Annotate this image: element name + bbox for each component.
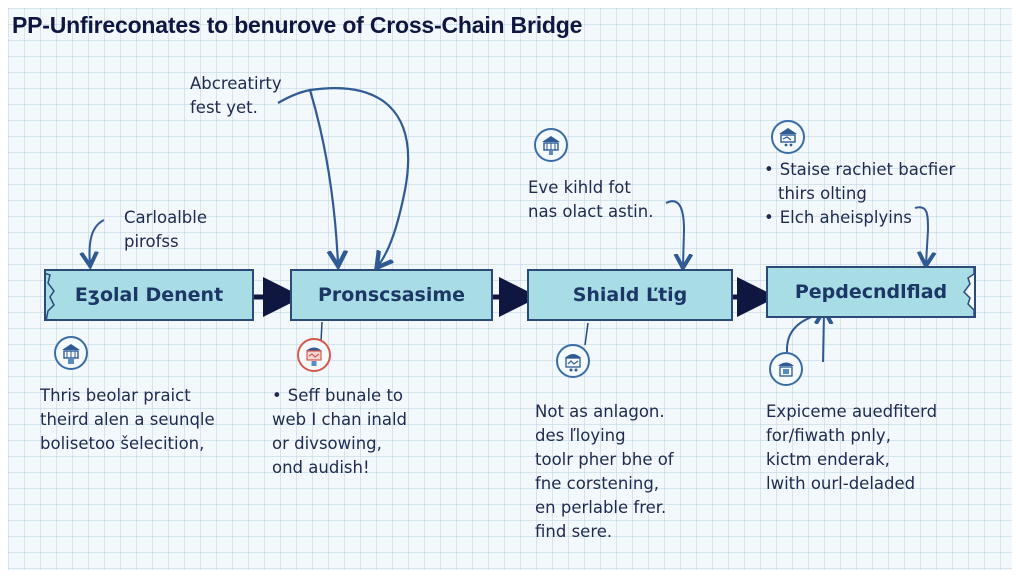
note-line: Carloalble [124, 208, 207, 227]
bank-icon [54, 336, 88, 370]
description-line: web I chan inald [272, 410, 408, 429]
description-line: toolr pher bhe of [535, 450, 674, 469]
stage-label: Pronscsasime [317, 284, 466, 306]
bank-icon [771, 120, 805, 154]
description-line: Expiceme auedfiterd [766, 402, 938, 421]
torn-edge-left [44, 272, 55, 321]
note-line: thirs olting [778, 184, 867, 203]
stage-label: Pepdecndlflad [794, 281, 948, 303]
bank-icon [556, 344, 590, 378]
stage-4-top-note: Staise rachiet bacfier thirs olting Elch… [764, 158, 955, 230]
note-line: Abcreatirty [190, 74, 282, 93]
description-line: fne corstening, [535, 474, 660, 493]
description-line: Thris beolar praict [40, 386, 191, 405]
stage-label: Shiald Ľtig [572, 284, 688, 306]
stage-2-top-note: Abcreatirty fest yet. [190, 72, 282, 120]
torn-edge-right [963, 266, 975, 318]
note-line: Eve kihld fot [528, 178, 631, 197]
diagram-title: PP-Unfireconates to benurove of Cross-Ch… [12, 12, 583, 38]
bank-alert-icon [297, 338, 331, 372]
stage-box-1[interactable]: Eʒolal Denent [44, 269, 254, 321]
description-line: for/fiwath pnly, [766, 426, 891, 445]
description-line: en perlable frer. [535, 498, 667, 517]
description-line: ond audish! [272, 458, 370, 477]
note-line: Elch aheisplyins [764, 206, 955, 230]
description-line: lwith ourl-deladed [766, 474, 916, 493]
stage-1-description: Thris beolar praict theird alen a seunql… [40, 384, 215, 456]
stage-4-description: Expiceme auedfiterd for/fiwath pnly, kic… [766, 400, 937, 496]
description-line: bolisetoo šelecition, [40, 434, 205, 453]
description-line: Seff bunale to [272, 384, 407, 408]
description-line: find sere. [535, 522, 613, 541]
stage-box-4[interactable]: Pepdecndlflad [766, 266, 976, 318]
stage-box-2[interactable]: Pronscsasime [290, 269, 493, 321]
stage-2-description: Seff bunale to web I chan inald or divso… [272, 384, 407, 480]
stage-box-3[interactable]: Shiald Ľtig [527, 269, 733, 321]
bank-icon [534, 128, 568, 162]
note-line: fest yet. [190, 98, 258, 117]
description-line: theird alen a seunqle [40, 410, 215, 429]
stage-3-description: Not as anlagon. des ľloying toolr pher b… [535, 400, 674, 544]
description-line: des ľloying [535, 426, 626, 445]
description-line: kictm enderak, [766, 450, 890, 469]
stage-1-top-note: Carloalble pirofss [124, 206, 207, 254]
description-line: or divsowing, [272, 434, 382, 453]
note-line: pirofss [124, 232, 179, 251]
description-line: Not as anlagon. [535, 402, 665, 421]
bank-icon [769, 352, 803, 386]
note-line: Staise rachiet bacfier [764, 158, 956, 182]
note-line: nas olact astin. [528, 202, 654, 221]
stage-label: Eʒolal Denent [74, 284, 224, 306]
stage-3-top-note: Eve kihld fot nas olact astin. [528, 176, 653, 224]
